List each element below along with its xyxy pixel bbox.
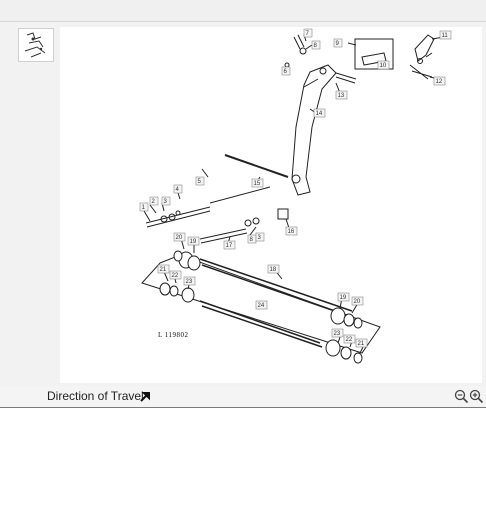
part-label-1: 1 [139, 202, 149, 212]
svg-text:11: 11 [442, 33, 449, 39]
part-label-3: 3 [161, 196, 171, 206]
part-label-9: 9 [333, 38, 343, 48]
svg-text:3: 3 [258, 235, 262, 241]
part-label-7: 7 [303, 28, 313, 38]
svg-text:19: 19 [340, 295, 347, 301]
svg-text:22: 22 [172, 273, 179, 279]
svg-text:17: 17 [226, 243, 233, 249]
arrow-icon[interactable] [138, 390, 152, 404]
svg-text:8: 8 [314, 43, 318, 49]
part-label-15: 15 [251, 178, 264, 188]
part-label-22: 22 [343, 334, 356, 344]
svg-text:8: 8 [250, 237, 254, 243]
thumbnail-preview [24, 32, 46, 58]
svg-text:9: 9 [336, 41, 340, 47]
diagram-linework [141, 34, 445, 364]
svg-text:7: 7 [306, 31, 310, 37]
part-label-21: 21 [355, 338, 368, 348]
svg-text:3: 3 [164, 199, 168, 205]
part-label-8: 8 [311, 40, 321, 50]
svg-text:20: 20 [176, 235, 183, 241]
svg-text:18: 18 [270, 267, 277, 273]
part-label-23: 23 [331, 328, 344, 338]
diagram-thumbnail[interactable] [18, 28, 54, 62]
svg-text:21: 21 [358, 341, 365, 347]
part-label-13: 13 [335, 90, 348, 100]
part-label-2: 2 [149, 196, 159, 206]
part-label-17: 17 [223, 240, 236, 250]
part-label-20: 20 [173, 232, 186, 242]
part-label-19: 19 [337, 292, 350, 302]
part-label-16: 16 [285, 226, 298, 236]
svg-text:23: 23 [334, 331, 341, 337]
part-label-5: 5 [195, 176, 205, 186]
diagram-reference: L 119802 [158, 331, 189, 339]
svg-text:19: 19 [190, 239, 197, 245]
svg-text:21: 21 [160, 267, 167, 273]
part-label-4: 4 [173, 184, 183, 194]
svg-text:14: 14 [316, 111, 323, 117]
svg-text:2: 2 [152, 199, 156, 205]
svg-text:5: 5 [198, 179, 202, 185]
part-label-14: 14 [313, 108, 326, 118]
part-label-10: 10 [377, 60, 390, 70]
svg-text:4: 4 [176, 187, 180, 193]
thumbnail-sidebar [0, 22, 60, 386]
svg-text:12: 12 [436, 79, 443, 85]
svg-text:24: 24 [258, 303, 265, 309]
part-label-8: 8 [247, 234, 257, 244]
svg-text:23: 23 [186, 279, 193, 285]
svg-text:10: 10 [380, 63, 387, 69]
zoom-in-icon[interactable] [469, 389, 484, 404]
svg-text:20: 20 [354, 299, 361, 305]
part-label-12: 12 [433, 76, 446, 86]
svg-text:6: 6 [284, 69, 288, 75]
part-label-11: 11 [439, 30, 452, 40]
svg-text:13: 13 [338, 93, 345, 99]
part-label-23: 23 [183, 276, 196, 286]
zoom-out-icon[interactable] [454, 389, 469, 404]
part-label-22: 22 [169, 270, 182, 280]
part-label-3: 3 [255, 232, 265, 242]
part-label-20: 20 [351, 296, 364, 306]
svg-text:22: 22 [346, 337, 353, 343]
bottom-toolbar: Direction of Travel [0, 386, 486, 408]
top-toolbar [0, 0, 486, 22]
part-label-18: 18 [267, 264, 280, 274]
part-label-19: 19 [187, 236, 200, 246]
direction-of-travel-label: Direction of Travel [47, 389, 144, 403]
svg-text:1: 1 [142, 205, 146, 211]
svg-text:15: 15 [254, 181, 261, 187]
part-label-24: 24 [255, 300, 268, 310]
svg-text:16: 16 [288, 229, 295, 235]
part-label-6: 6 [281, 66, 291, 76]
part-label-21: 21 [157, 264, 170, 274]
